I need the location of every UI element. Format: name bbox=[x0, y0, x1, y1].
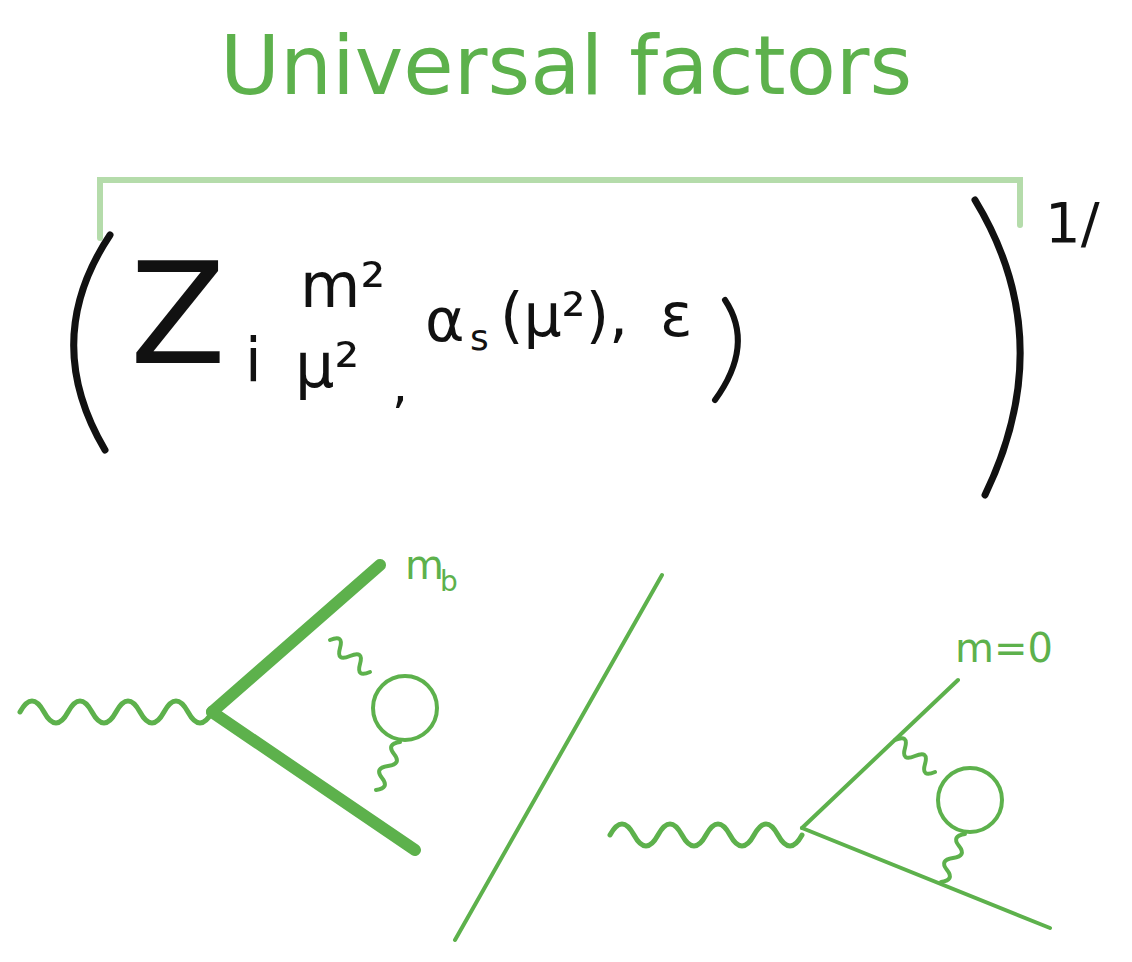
mass-label: m=0 bbox=[955, 628, 1053, 668]
separator-slash bbox=[455, 575, 662, 940]
formula-exponent: 1/ bbox=[1045, 195, 1100, 251]
formula-denominator: μ² bbox=[295, 335, 359, 397]
paren bbox=[715, 300, 738, 400]
big-paren bbox=[74, 235, 110, 450]
formula-subscript: s bbox=[470, 320, 489, 356]
feynman-diagram-massive bbox=[20, 565, 437, 850]
formula-symbol: α bbox=[425, 290, 465, 350]
mass-label: m bbox=[405, 545, 444, 585]
formula-comma: , bbox=[392, 360, 408, 410]
feynman-diagram-massless bbox=[610, 680, 1050, 928]
title: Universal factors bbox=[220, 25, 912, 107]
formula-subscript: i bbox=[245, 330, 262, 390]
formula-numerator: m² bbox=[300, 255, 385, 317]
bracket bbox=[100, 180, 1020, 238]
formula-symbol: ε bbox=[660, 285, 692, 345]
formula-argument: (μ²), bbox=[500, 285, 628, 345]
big-paren bbox=[975, 200, 1020, 495]
formula-symbol: Z bbox=[130, 245, 226, 385]
mass-subscript: b bbox=[440, 568, 458, 596]
